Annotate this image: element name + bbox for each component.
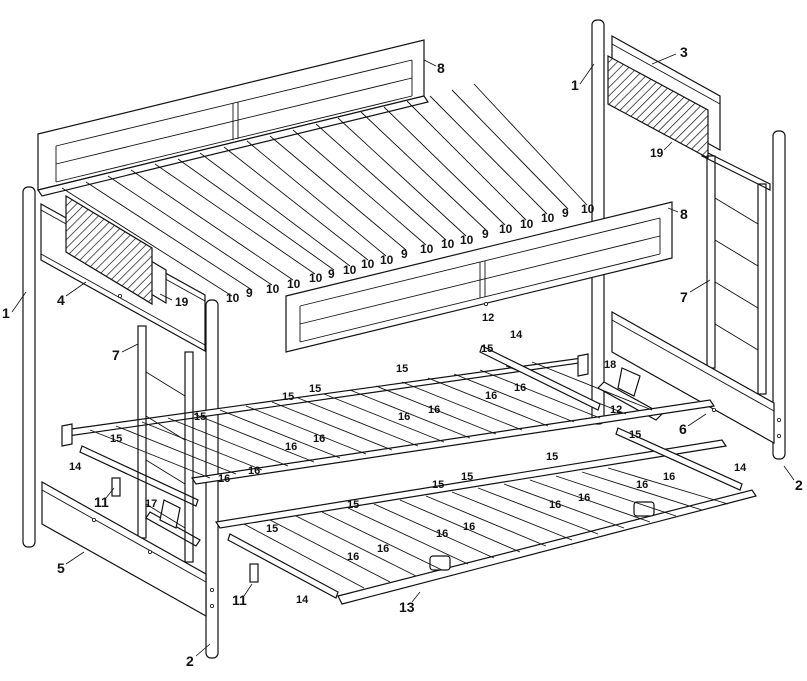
callout-c10j: 10 xyxy=(460,233,474,247)
post-right-front xyxy=(772,130,786,460)
callout-c1b: 1 xyxy=(2,305,10,321)
callout-c13: 13 xyxy=(399,599,415,615)
callout-c14c: 14 xyxy=(734,462,747,474)
callout-c15b: 15 xyxy=(396,363,408,375)
upper-front-guardrail xyxy=(285,201,673,353)
right-lower-footboard xyxy=(611,310,775,445)
callout-c10n: 10 xyxy=(581,202,595,216)
callout-c15g: 15 xyxy=(629,429,641,441)
callout-c15a: 15 xyxy=(481,343,493,355)
callout-c10g: 10 xyxy=(380,253,394,267)
callout-c15l: 15 xyxy=(266,523,278,535)
callout-c10i: 10 xyxy=(441,237,455,251)
callout-c16b: 16 xyxy=(485,390,497,402)
callout-c19a: 19 xyxy=(650,146,664,160)
callout-c18: 18 xyxy=(604,359,616,371)
callout-c16d: 16 xyxy=(398,411,410,423)
callout-c9b: 9 xyxy=(328,267,335,281)
callout-c15i: 15 xyxy=(461,471,473,483)
callout-c9e: 9 xyxy=(562,206,569,220)
callout-c14a: 14 xyxy=(510,329,523,341)
callout-c16j: 16 xyxy=(636,479,648,491)
callout-c8a: 8 xyxy=(437,60,445,76)
callout-c10b: 10 xyxy=(266,282,280,296)
callout-c1a: 1 xyxy=(571,77,579,93)
callout-c16p: 16 xyxy=(347,551,359,563)
left-ladder xyxy=(137,325,194,563)
callout-c11b: 11 xyxy=(232,592,247,608)
callout-c2b: 2 xyxy=(186,653,194,669)
callout-c14d: 14 xyxy=(296,594,309,606)
callout-c4: 4 xyxy=(57,292,65,308)
callout-c7a: 7 xyxy=(680,289,688,305)
left-headboard-panel xyxy=(65,194,153,306)
right-headboard-panel xyxy=(607,54,709,160)
callout-c17: 17 xyxy=(145,498,157,510)
callout-c15e: 15 xyxy=(194,411,206,423)
callout-c16k: 16 xyxy=(578,492,590,504)
leader-lines xyxy=(11,53,795,657)
callout-c2a: 2 xyxy=(795,477,803,493)
lower-bunk-frame xyxy=(61,353,716,485)
right-ladder xyxy=(706,155,767,395)
upper-back-side-rail xyxy=(37,95,429,197)
upper-slats xyxy=(61,83,588,297)
callout-c16m: 16 xyxy=(463,521,475,533)
callout-c10k: 10 xyxy=(499,222,513,236)
callout-c10e: 10 xyxy=(343,263,357,277)
callout-c16l: 16 xyxy=(549,499,561,511)
callout-c16g: 16 xyxy=(248,465,260,477)
callout-c19b: 19 xyxy=(175,295,189,309)
callout-c6: 6 xyxy=(679,421,687,437)
callout-c15k: 15 xyxy=(347,499,359,511)
hardware-bracket-11a xyxy=(111,477,121,497)
callout-c16a: 16 xyxy=(514,382,526,394)
callout-c10a: 10 xyxy=(226,291,240,305)
callout-c9c: 9 xyxy=(401,247,408,261)
callout-c12a: 12 xyxy=(482,312,494,324)
callout-c12b: 12 xyxy=(610,404,622,416)
callout-c14b: 14 xyxy=(69,461,82,473)
callout-c10l: 10 xyxy=(520,217,534,231)
trundle-frame xyxy=(214,427,757,605)
callout-c15j: 15 xyxy=(432,479,444,491)
callout-c16n: 16 xyxy=(436,528,448,540)
callout-c16h: 16 xyxy=(218,473,230,485)
callout-c11a: 11 xyxy=(94,494,109,510)
lower-bunk-side-rail-14 xyxy=(79,345,601,507)
callout-c10f: 10 xyxy=(361,257,375,271)
hardware-bracket-11b xyxy=(249,563,259,583)
callout-c8b: 8 xyxy=(680,206,688,222)
trundle-slats xyxy=(243,467,729,589)
callout-c16o: 16 xyxy=(377,543,389,555)
lower-bunk-slats xyxy=(89,361,653,479)
left-lower-footboard xyxy=(41,480,207,618)
callout-c5: 5 xyxy=(57,560,65,576)
callout-c10m: 10 xyxy=(541,211,555,225)
hardware-bracket-17 xyxy=(145,499,201,547)
callout-c16f: 16 xyxy=(285,441,297,453)
callout-c15f: 15 xyxy=(110,433,122,445)
callout-c9a: 9 xyxy=(246,286,253,300)
callout-c9d: 9 xyxy=(482,227,489,241)
callout-c7b: 7 xyxy=(112,347,120,363)
post-left-front xyxy=(22,186,36,548)
callout-c15d: 15 xyxy=(282,391,294,403)
callout-c15h: 15 xyxy=(546,451,558,463)
callout-c3: 3 xyxy=(680,44,688,60)
callout-c10h: 10 xyxy=(420,242,434,256)
callout-c15c: 15 xyxy=(309,383,321,395)
callout-c16c: 16 xyxy=(428,404,440,416)
callout-c10d: 10 xyxy=(309,271,323,285)
callout-c16e: 16 xyxy=(313,433,325,445)
callout-c16i: 16 xyxy=(663,471,675,483)
callout-c10c: 10 xyxy=(287,277,301,291)
